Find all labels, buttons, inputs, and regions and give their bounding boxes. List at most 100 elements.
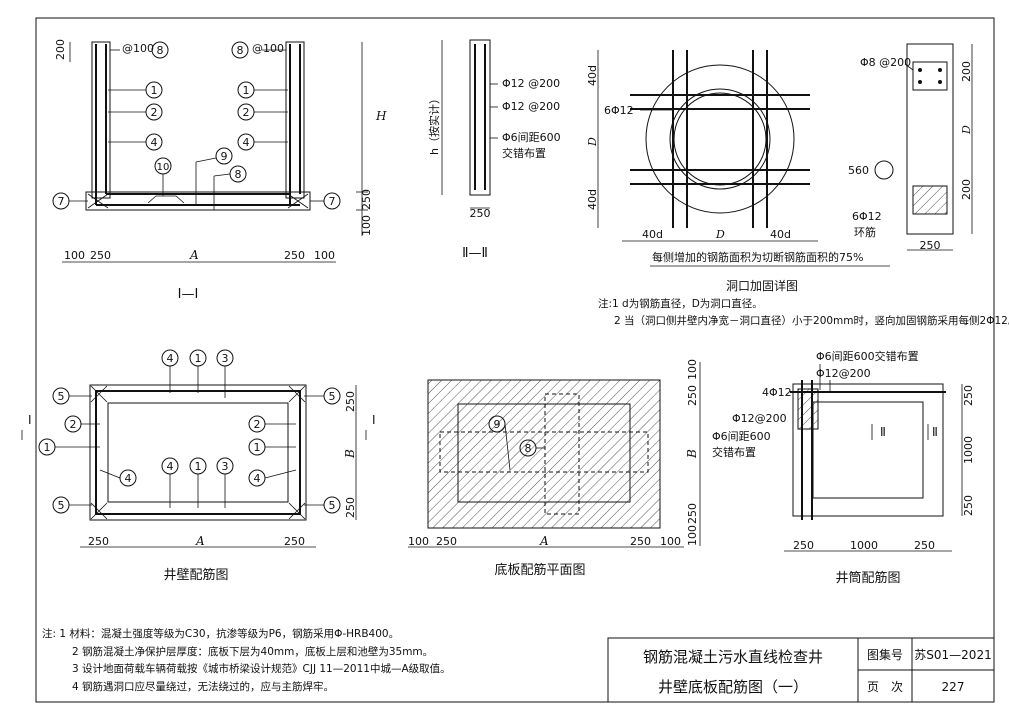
svg-text:1: 1: [195, 460, 202, 473]
svg-text:9: 9: [494, 418, 501, 431]
svg-text:页 次: 页 次: [867, 680, 903, 694]
svg-text:1: 1: [151, 84, 158, 97]
svg-text:250: 250: [360, 189, 373, 210]
svg-text:Φ6间距600: Φ6间距600: [712, 430, 771, 443]
svg-text:5: 5: [58, 499, 65, 512]
wp-marker-4c: 4: [99, 469, 137, 487]
wall-plan: 5 5 5 5 4 1 3 4 1 3 2 1 4 2 1 4 Ⅰ Ⅰ 250 …: [21, 349, 376, 583]
svg-text:200: 200: [960, 61, 973, 82]
svg-text:560: 560: [848, 164, 869, 177]
base-slab-plan: 9 8 100 250 B 250 100 100 250 A 250 100 …: [408, 359, 701, 578]
svg-text:8: 8: [157, 44, 164, 57]
svg-text:A: A: [195, 534, 205, 548]
svg-text:250: 250: [90, 249, 111, 262]
svg-text:苏S01—2021: 苏S01—2021: [914, 648, 991, 662]
title-line2: 井壁底板配筋图（一）: [658, 678, 808, 696]
svg-text:图集号: 图集号: [867, 647, 903, 662]
svg-text:D: D: [715, 228, 725, 241]
wp-marker-2a: 2: [64, 415, 100, 433]
svg-text:250: 250: [914, 539, 935, 552]
svg-text:250: 250: [630, 535, 651, 548]
marker-8: 8: [213, 165, 247, 210]
wp-marker-3a: 3: [216, 349, 234, 398]
svg-text:4: 4: [243, 136, 250, 149]
svg-text:Φ12 @200: Φ12 @200: [502, 100, 560, 113]
svg-text:250: 250: [284, 249, 305, 262]
svg-text:Φ6间距600交错布置: Φ6间距600交错布置: [816, 349, 919, 363]
svg-text:B: B: [343, 449, 357, 459]
bp-marker-8: 8: [519, 439, 545, 457]
svg-text:100: 100: [64, 249, 85, 262]
svg-text:交错布置: 交错布置: [502, 146, 546, 160]
svg-text:Ⅱ: Ⅱ: [932, 425, 938, 439]
svg-text:40d: 40d: [586, 189, 599, 210]
wp-marker-1d: 1: [248, 438, 296, 456]
svg-text:Ⅰ: Ⅰ: [28, 413, 32, 427]
marker-9: 9: [195, 147, 233, 205]
marker-1-right: 1: [237, 81, 288, 99]
svg-text:100: 100: [360, 215, 373, 236]
svg-text:Φ6间距600: Φ6间距600: [502, 131, 561, 144]
marker-2-right: 2: [237, 103, 288, 121]
svg-text:Ⅱ: Ⅱ: [880, 425, 886, 439]
svg-text:1: 1: [254, 441, 261, 454]
svg-text:4: 4: [167, 352, 174, 365]
section-1-caption: Ⅰ—Ⅰ: [178, 287, 199, 302]
opening-detail: 40d D 40d 6Φ12 40d D 40d 每侧增加的钢筋面积为切断钢筋面…: [586, 50, 890, 293]
notes-mid: 注:1 d为钢筋直径，D为洞口直径。 2 当（洞口侧井壁内净宽－洞口直径）小于2…: [598, 297, 1009, 327]
wp-marker-4a: 4: [161, 349, 179, 393]
svg-text:250: 250: [962, 385, 975, 406]
marker-4-left: 4: [108, 133, 163, 151]
wp-marker-2b: 2: [248, 415, 296, 433]
svg-text:1: 1: [195, 352, 202, 365]
svg-text:2: 2: [70, 418, 77, 431]
marker-6-right: 8: [231, 41, 249, 59]
svg-text:注: 1 材料：混凝土强度等级为C30，抗渗等级为P6，钢筋: 注: 1 材料：混凝土强度等级为C30，抗渗等级为P6，钢筋采用Φ-HRB400…: [42, 627, 399, 640]
svg-text:B: B: [685, 449, 699, 459]
svg-text:2: 2: [151, 106, 158, 119]
svg-text:4: 4: [254, 472, 261, 485]
svg-text:1000: 1000: [850, 539, 878, 552]
shaft-plan: Φ6间距600交错布置 Φ12@200 4Φ12 Φ12@200 Φ6间距600…: [712, 349, 975, 586]
notes-bottom: 注: 1 材料：混凝土强度等级为C30，抗渗等级为P6，钢筋采用Φ-HRB400…: [42, 627, 451, 693]
svg-text:250: 250: [344, 391, 357, 412]
svg-text:100: 100: [686, 359, 699, 380]
svg-text:100: 100: [686, 525, 699, 546]
svg-text:250: 250: [962, 495, 975, 516]
wp-marker-5d: 5: [304, 496, 341, 514]
svg-text:8: 8: [525, 442, 532, 455]
svg-text:250: 250: [436, 535, 457, 548]
svg-text:250: 250: [470, 207, 491, 220]
svg-text:Φ12@200: Φ12@200: [732, 412, 787, 425]
shaft-caption: 井筒配筋图: [835, 570, 900, 586]
svg-text:2: 2: [243, 106, 250, 119]
title-line1: 钢筋混凝土污水直线检查井: [643, 648, 823, 666]
svg-text:交错布置: 交错布置: [712, 445, 756, 459]
svg-text:注:1 d为钢筋直径，D为洞口直径。: 注:1 d为钢筋直径，D为洞口直径。: [598, 297, 763, 310]
svg-text:5: 5: [58, 390, 65, 403]
wp-marker-4d: 4: [248, 469, 297, 487]
bp-marker-9: 9: [488, 415, 511, 471]
svg-text:Ⅰ: Ⅰ: [372, 413, 376, 427]
svg-text:6Φ12: 6Φ12: [852, 210, 882, 223]
svg-text:250: 250: [686, 503, 699, 524]
svg-text:250: 250: [88, 535, 109, 548]
svg-text:Φ12 @200: Φ12 @200: [502, 77, 560, 90]
svg-text:250: 250: [686, 385, 699, 406]
marker-1-left: 1: [108, 81, 163, 99]
svg-text:4: 4: [125, 472, 132, 485]
base-plan-caption: 底板配筋平面图: [494, 562, 585, 578]
svg-text:5: 5: [329, 499, 336, 512]
section-1-1: 8 8 @100 @100 1 2 4 1 2 4 10 9 8 7 7 200…: [52, 39, 387, 302]
svg-text:1: 1: [44, 441, 51, 454]
svg-text:227: 227: [942, 680, 965, 694]
wp-marker-1b: 1: [189, 457, 207, 508]
svg-text:3: 3: [222, 460, 229, 473]
svg-text:h（按实计）: h（按实计）: [427, 93, 441, 155]
marker-6-left: 8: [151, 41, 169, 59]
svg-text:A: A: [189, 248, 199, 262]
marker-2-left: 2: [108, 103, 163, 121]
svg-text:4 钢筋遇洞口应尽量绕过，无法绕过的，应与主筋焊牢。: 4 钢筋遇洞口应尽量绕过，无法绕过的，应与主筋焊牢。: [72, 680, 334, 693]
wp-marker-5c: 5: [304, 387, 341, 405]
svg-text:4: 4: [151, 136, 158, 149]
